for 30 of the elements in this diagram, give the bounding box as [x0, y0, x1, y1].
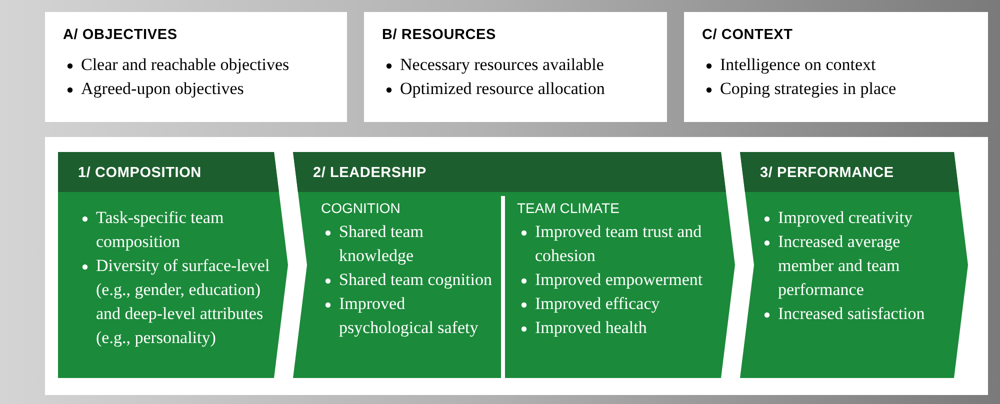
bullet-item: Increased satisfaction — [778, 304, 925, 323]
panel-heading: 2/ LEADERSHIP — [313, 165, 426, 181]
bullet-item: Improved health — [535, 318, 647, 337]
objective-card — [45, 12, 347, 122]
bullet-item: Task-specific team composition — [96, 208, 224, 251]
bullet-item: Improved efficacy — [535, 294, 660, 313]
card-heading: A/ OBJECTIVES — [63, 27, 178, 43]
bullet-item: Increased average member and team performance — [778, 232, 900, 299]
card-heading: B/ RESOURCES — [382, 27, 496, 43]
bullet-item: Clear and reachable objectives — [81, 55, 290, 74]
bullet-item: Shared team knowledge — [339, 222, 424, 265]
bullet-item: Improved creativity — [778, 208, 913, 227]
bullet-item: Shared team cognition — [339, 270, 492, 289]
bullet-item: Optimized resource allocation — [400, 79, 605, 98]
column-heading: COGNITION — [321, 200, 400, 216]
card-heading: C/ CONTEXT — [702, 27, 793, 43]
bullet-item: Coping strategies in place — [720, 79, 896, 98]
objective-card — [684, 12, 988, 122]
bullet-item: Improved empowerment — [535, 270, 703, 289]
objective-card — [364, 12, 667, 122]
chevron-panel — [58, 152, 288, 378]
column-heading: TEAM CLIMATE — [517, 200, 620, 216]
bullet-item: Necessary resources available — [400, 55, 604, 74]
bullet-item: Intelligence on context — [720, 55, 876, 74]
bullet-item: Improved psychological safety — [339, 294, 478, 337]
bullet-item: Diversity of surface-level (e.g., gender, education) and deep-level attributes (e.g., personality) — [96, 256, 270, 347]
panel-heading: 1/ COMPOSITION — [78, 165, 202, 181]
panel-heading: 3/ PERFORMANCE — [760, 165, 894, 181]
bullet-item: Improved team trust and cohesion — [535, 222, 702, 265]
bullet-item: Agreed-upon objectives — [81, 79, 244, 98]
